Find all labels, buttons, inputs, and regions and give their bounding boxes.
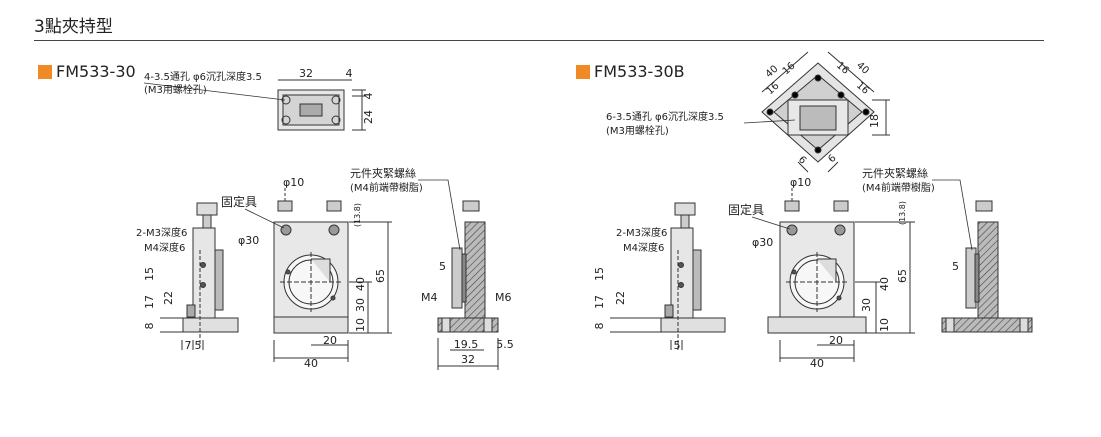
dim-b-section-5: 5 — [952, 260, 959, 273]
callout-b-mount-holes-sub: (M3用螺栓孔) — [606, 124, 669, 137]
fm533-30-side-view — [160, 202, 239, 350]
dim-side-5: 5 — [195, 339, 202, 352]
model-label-fm533-30b: FM533-30B — [576, 62, 685, 81]
dim-b-65: 65 — [896, 269, 909, 283]
dim-b-13-8: (13.8) — [898, 201, 907, 225]
dim-side-7: 7 — [185, 339, 192, 352]
model-name: FM533-30 — [56, 62, 136, 81]
dim-side-17: 17 — [143, 295, 156, 309]
callout-clamp-screw: 元件夾緊螺絲 — [350, 166, 416, 180]
callout-b-clamp-screw: 元件夾緊螺絲 — [862, 166, 928, 180]
callout-clamp-screw-sub: (M4前端帶樹脂) — [350, 181, 423, 194]
dim-b-16d: 16 — [854, 80, 871, 97]
dim-side-15: 15 — [143, 267, 156, 281]
dim-b-8: 8 — [593, 323, 606, 330]
callout-b-clamp-screw-sub: (M4前端帶樹脂) — [862, 181, 935, 194]
title-underline — [34, 40, 1044, 41]
dim-section-5: 5 — [439, 260, 446, 273]
dim-b-20: 20 — [829, 334, 843, 347]
fm533-30-front-view — [273, 188, 392, 362]
callout-mount-holes: 4-3.5通孔 φ6沉孔深度3.5 — [144, 70, 262, 83]
dim-b-w40: 40 — [810, 357, 824, 370]
dim-b-22: 22 — [614, 291, 627, 305]
dim-5-5: 5.5 — [496, 338, 514, 351]
dim-b-16c: 16 — [765, 81, 782, 98]
dim-b-6a: 6 — [796, 154, 808, 166]
callout-b-mount-holes: 6-3.5通孔 φ6沉孔深度3.5 — [606, 110, 724, 123]
fm533-30-section-view — [437, 200, 499, 370]
dim-b-bore: φ30 — [752, 236, 773, 249]
dim-b-40: 40 — [878, 277, 891, 291]
dim-10: 10 — [354, 318, 367, 332]
dim-side-22: 22 — [162, 291, 175, 305]
dim-65: 65 — [374, 269, 387, 283]
callout-b-tap-m4: M4深度6 — [623, 241, 664, 254]
dim-top-width: 32 — [299, 67, 313, 80]
fm533-30b-section-view — [941, 200, 1033, 333]
dim-top-h1: 4 — [362, 93, 375, 100]
dim-b-post-dia: φ10 — [790, 176, 811, 189]
dim-post-dia: φ10 — [283, 176, 304, 189]
dim-top-edge: 4 — [346, 67, 353, 80]
dim-side-8: 8 — [143, 323, 156, 330]
fm533-30b-front-view — [767, 188, 915, 362]
orange-square-icon — [38, 64, 52, 79]
dim-b-30: 30 — [860, 298, 873, 312]
callout-b-tap: 2-M3深度6 — [616, 226, 667, 239]
dim-40: 40 — [354, 277, 367, 291]
section-title: 3點夾持型 — [34, 17, 113, 37]
dim-19-5: 19.5 — [454, 338, 479, 351]
callout-tap: 2-M3深度6 — [136, 226, 187, 239]
label-m6: M6 — [495, 291, 512, 304]
dim-b-5: 5 — [674, 339, 681, 352]
model-label-fm533-30: FM533-30 — [38, 62, 136, 81]
dim-bore: φ30 — [238, 234, 259, 247]
dim-b-18: 18 — [868, 114, 881, 128]
dim-20: 20 — [323, 334, 337, 347]
dim-b-17: 17 — [593, 295, 606, 309]
dim-30: 30 — [354, 298, 367, 312]
fm533-30b-side-view — [610, 202, 726, 350]
label-m4: M4 — [421, 291, 438, 304]
dim-13-8: (13.8) — [353, 203, 362, 227]
callout-tap-m4: M4深度6 — [144, 241, 185, 254]
dim-top-h2: 24 — [362, 110, 375, 124]
dim-w40: 40 — [304, 357, 318, 370]
fm533-30b-top-view — [761, 51, 890, 173]
fm533-30-top-view — [277, 79, 366, 131]
callout-fixture: 固定具 — [221, 194, 257, 209]
model-name: FM533-30B — [594, 62, 685, 81]
dim-b-16b: 16 — [834, 60, 851, 77]
dim-b-40b: 40 — [854, 60, 871, 77]
orange-square-icon — [576, 64, 590, 79]
dim-32: 32 — [461, 353, 475, 366]
dim-b-10: 10 — [878, 318, 891, 332]
dim-b-15: 15 — [593, 267, 606, 281]
callout-mount-holes-sub: (M3用螺栓孔) — [144, 83, 207, 96]
callout-b-fixture: 固定具 — [728, 202, 764, 217]
